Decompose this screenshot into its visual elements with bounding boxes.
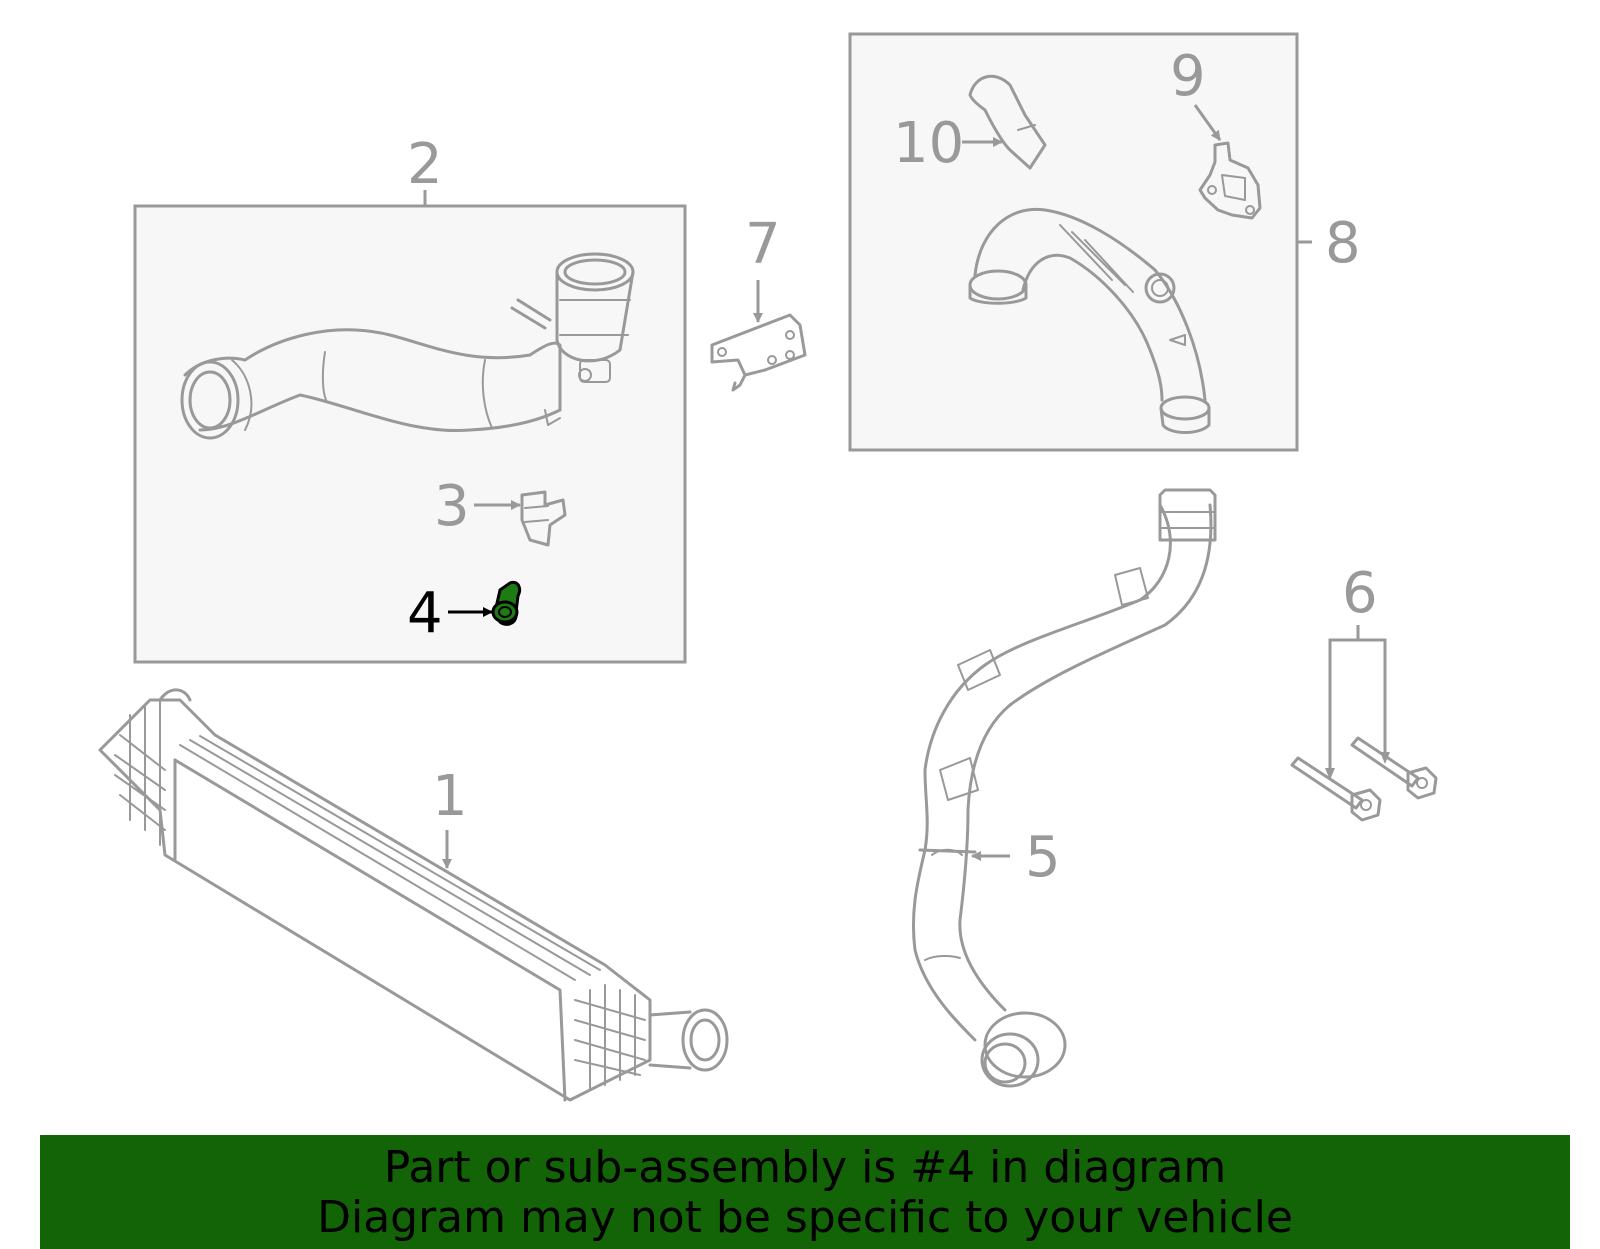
callout-8[interactable]: 8 <box>1325 211 1361 276</box>
part-1-intercooler[interactable] <box>98 688 729 1102</box>
part-8-hose[interactable] <box>968 207 1211 434</box>
callout-6-bracket <box>1328 638 1387 775</box>
callout-3[interactable]: 3 <box>434 474 470 539</box>
callout-10[interactable]: 10 <box>893 111 964 176</box>
assembly-2-box <box>133 204 687 664</box>
callout-2[interactable]: 2 <box>407 132 443 197</box>
part-5-pipe[interactable] <box>911 488 1217 1088</box>
callout-1[interactable]: 1 <box>432 764 468 829</box>
part-3-clip[interactable] <box>520 490 567 547</box>
part-6-bolt-right[interactable] <box>1350 736 1438 800</box>
callout-9-leader <box>1193 104 1222 141</box>
assembly-8-box <box>848 32 1299 452</box>
part-4-bolt[interactable] <box>491 580 522 626</box>
callout-6[interactable]: 6 <box>1342 561 1378 626</box>
banner-line-2: Diagram may not be specific to your vehi… <box>317 1192 1293 1243</box>
part-7-bracket[interactable] <box>710 313 807 392</box>
banner-line-1: Part or sub-assembly is #4 in diagram <box>383 1142 1227 1193</box>
part-9-sensor[interactable] <box>1198 141 1262 220</box>
callout-9[interactable]: 9 <box>1170 44 1206 109</box>
part-6-bolt-left[interactable] <box>1290 756 1382 822</box>
callout-4[interactable]: 4 <box>407 581 443 646</box>
callout-5[interactable]: 5 <box>1025 825 1061 890</box>
callout-7[interactable]: 7 <box>745 212 781 277</box>
part-2-hose[interactable] <box>180 252 635 440</box>
info-banner: Part or sub-assembly is #4 in diagram Di… <box>40 1135 1570 1249</box>
